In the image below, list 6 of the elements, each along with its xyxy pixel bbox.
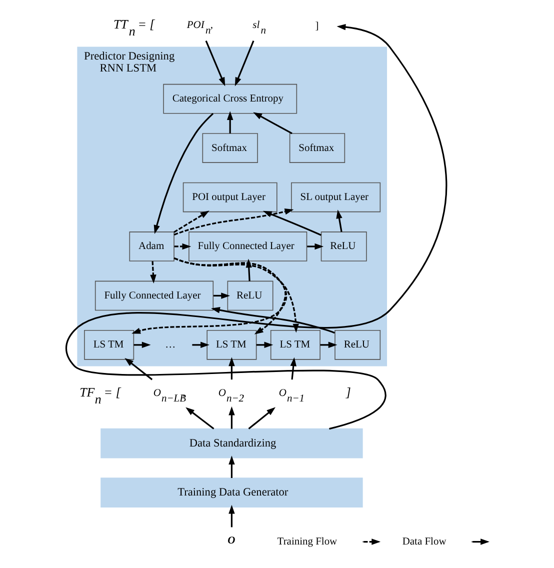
node-text: ] bbox=[315, 20, 319, 32]
node-text: O bbox=[228, 536, 236, 547]
label: ] bbox=[346, 385, 351, 400]
legend-label: Data Flow bbox=[402, 536, 446, 548]
node-text: … bbox=[165, 340, 176, 351]
legend-label: Training Flow bbox=[277, 536, 338, 548]
